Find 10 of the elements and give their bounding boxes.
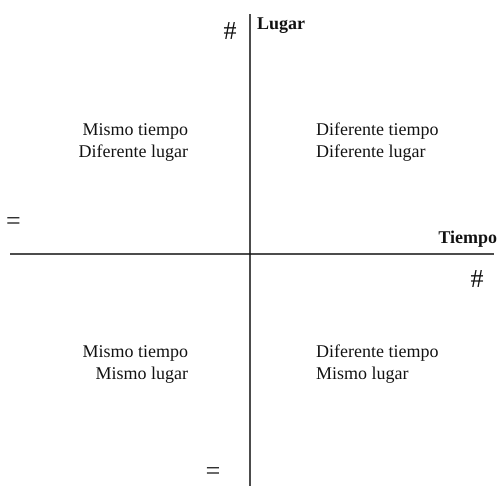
axis-symbol: # — [222, 16, 238, 46]
axis-symbol: = — [6, 206, 22, 236]
quadrant-label: Diferente tiempo Mismo lugar — [316, 340, 440, 384]
quadrant-label: Mismo tiempo Mismo lugar — [81, 340, 188, 384]
axis-symbol: = — [204, 456, 222, 486]
quadrant-label: Mismo tiempo Diferente lugar — [78, 118, 188, 162]
axis-label: Lugar — [257, 12, 306, 34]
axis-symbol: # — [470, 264, 484, 294]
quadrant-label: Diferente tiempo Diferente lugar — [316, 118, 440, 162]
axis-label: Tiempo — [437, 226, 497, 248]
